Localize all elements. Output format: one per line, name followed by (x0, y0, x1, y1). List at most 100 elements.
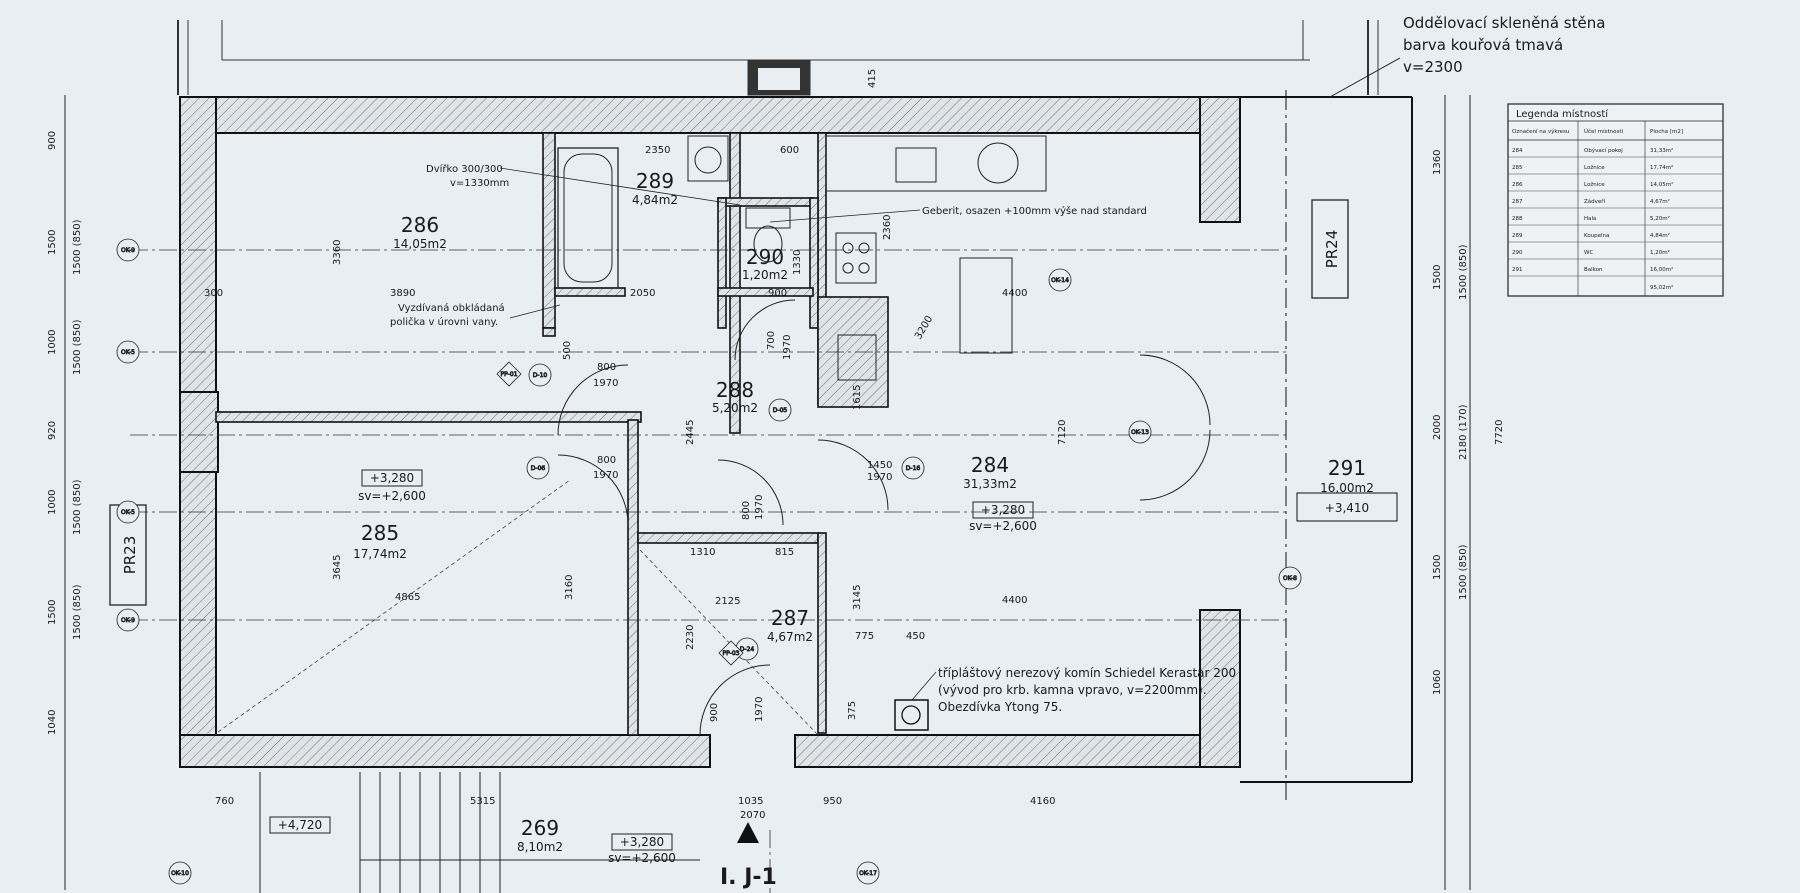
door-tag: D-24 (740, 646, 755, 653)
dim-label: 2230 (685, 625, 696, 650)
pr24-label: PR24 (1323, 230, 1341, 269)
door-tag: D-06 (531, 465, 546, 472)
floor-tag: PP-01 (501, 371, 518, 378)
legend-cell: 287 (1512, 199, 1523, 205)
chimney (894, 699, 929, 731)
room-285-area: 17,74m2 (353, 547, 407, 561)
balcony-outline (1240, 90, 1413, 800)
room-290-number: 290 (746, 245, 784, 269)
legend-title: Legenda místností (1516, 108, 1609, 120)
obklad-note-line1: Vyzdívaná obkládaná (398, 302, 505, 314)
dim-label: 815 (775, 547, 794, 558)
legend-row: 285 Ložnice 17,74m² (1508, 164, 1723, 175)
dim-label: 2050 (630, 288, 655, 299)
dim-label: 1500 (850) (1458, 244, 1469, 300)
glass-note-line1: Oddělovací skleněná stěna (1403, 14, 1605, 32)
window-tag: OK-5 (121, 349, 135, 356)
legend-cell: Balkon (1584, 267, 1603, 273)
legend-cell: 4,84m² (1650, 232, 1670, 239)
legend-cell: 285 (1512, 165, 1523, 171)
door-tag: D-05 (773, 407, 788, 414)
room-labels: 286 14,05m2 285 17,74m2 289 4,84m2 290 1… (353, 169, 1374, 854)
left-dimension-chain: 900 1500 1000 920 1000 1500 1040 1500 (8… (47, 95, 83, 890)
dim-label: 3360 (332, 240, 343, 265)
level-284: +3,280 (981, 503, 1025, 517)
window-tag: OK-9 (121, 247, 135, 254)
dim-label: 4865 (395, 592, 420, 603)
legend-total: 95,02m² (1650, 284, 1673, 291)
dim-label: 800 (741, 501, 752, 520)
dim-label: 1970 (593, 378, 618, 389)
bathroom-sink (687, 135, 729, 182)
dim-label: 1000 (47, 330, 58, 355)
dim-label: 7120 (1057, 420, 1068, 445)
room-legend-table: Legenda místností Označení na výkresu Úč… (1507, 103, 1724, 297)
level-291: +3,410 (1325, 501, 1369, 515)
dim-label: 1970 (867, 472, 892, 483)
dim-label: 1060 (1432, 670, 1443, 695)
dim-label: 1360 (1432, 150, 1443, 175)
room-285-number: 285 (361, 521, 399, 545)
dim-label: 1500 (47, 230, 58, 255)
room-288-area: 5,20m2 (712, 401, 758, 415)
room-288-number: 288 (716, 378, 754, 402)
legend-cell: 291 (1512, 267, 1523, 273)
dim-label: 5315 (470, 796, 495, 807)
level-markers: +3,280 sv=+2,600 +3,280 sv=+2,600 +3,410… (269, 469, 1369, 865)
door-tag: D-16 (906, 465, 921, 472)
level-269: +3,280 (620, 835, 664, 849)
axis-lines (130, 249, 1290, 893)
dim-label: 1970 (754, 495, 765, 520)
interior-walls (215, 132, 889, 736)
door-tag: D-10 (533, 372, 548, 379)
dim-label: 1500 (850) (72, 219, 83, 275)
door-swings (557, 299, 1211, 736)
window-tag: OK-14 (1051, 277, 1069, 284)
exterior-walls (179, 96, 1241, 768)
legend-header: Účel místnosti (1584, 128, 1623, 135)
sv-284: sv=+2,600 (969, 519, 1037, 533)
dvirko-note-line1: Dvířko 300/300 (426, 163, 503, 175)
dim-label: 300 (204, 288, 223, 299)
window-tag: OK-8 (1283, 575, 1297, 582)
wc-toilet (745, 207, 791, 263)
legend-cell: 288 (1512, 216, 1523, 222)
kitchen-counter (825, 135, 1047, 381)
legend-row: 288 Hala 5,20m² (1508, 215, 1723, 226)
right-dimension-chain: 1360 1500 2000 1500 1060 1500 (850) 2180… (1432, 95, 1505, 890)
dim-label: 2125 (715, 596, 740, 607)
legend-cell: Zádveří (1584, 198, 1606, 205)
dim-label: 500 (562, 341, 573, 360)
legend-cell: 17,74m² (1650, 164, 1673, 171)
room-287-number: 287 (771, 606, 809, 630)
dim-label: 375 (847, 701, 858, 720)
dim-label: 1035 (738, 796, 763, 807)
room-286-area: 14,05m2 (393, 237, 447, 251)
room-284-number: 284 (971, 453, 1009, 477)
dim-label: 415 (867, 69, 878, 88)
dim-label: 900 (768, 288, 787, 299)
dim-label: 4400 (1002, 288, 1027, 299)
obklad-note-line2: polička v úrovni vany. (390, 316, 498, 328)
dim-label: 900 (47, 131, 58, 150)
room-291-number: 291 (1328, 456, 1366, 480)
dim-label: 2000 (1432, 415, 1443, 440)
legend-cell: 5,20m² (1650, 215, 1670, 222)
dim-label: 1500 (850) (72, 584, 83, 640)
legend-cell: 16,00m² (1650, 266, 1673, 273)
legend-cell: 289 (1512, 233, 1523, 239)
legend-cell: 14,05m² (1650, 181, 1673, 188)
room-289-number: 289 (636, 169, 674, 193)
legend-row: 284 Obývací pokoj 31,33m² (1508, 147, 1723, 158)
geberit-note: Geberit, osazen +100mm výše nad standard (922, 205, 1147, 217)
window-tag: OK-17 (859, 870, 877, 877)
dim-label: 920 (47, 421, 58, 440)
dim-label: 2180 (170) (1458, 404, 1469, 460)
legend-row: 287 Zádveří 4,67m² (1508, 198, 1723, 209)
room-291-area: 16,00m2 (1320, 481, 1374, 495)
legend-header: Označení na výkresu (1512, 128, 1569, 135)
dim-label: 3645 (332, 555, 343, 580)
window-tag: OK-10 (171, 870, 189, 877)
dim-label: 2360 (882, 215, 893, 240)
